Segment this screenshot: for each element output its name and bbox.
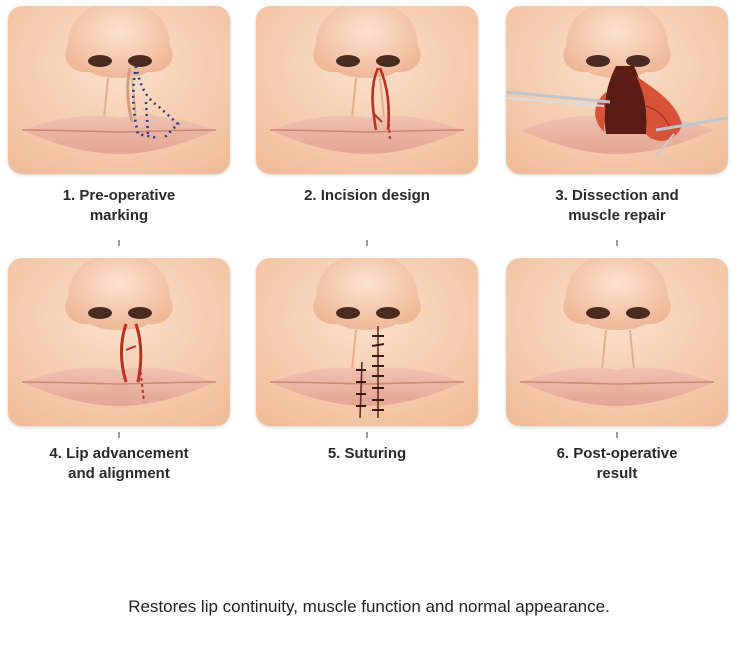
step-1-caption: 1. Pre-operative marking xyxy=(8,186,230,226)
step-6-caption: 6. Post-operative result xyxy=(506,444,728,484)
connector-tick xyxy=(616,240,618,246)
connector-tick xyxy=(366,240,368,246)
step-4-caption: 4. Lip advancement and alignment xyxy=(8,444,230,484)
step-2-illustration xyxy=(256,6,478,174)
step-5-caption: 5. Suturing xyxy=(256,444,478,464)
summary-text: Restores lip continuity, muscle function… xyxy=(0,594,738,620)
step-5-illustration xyxy=(256,258,478,426)
summary-label: Restores lip continuity, muscle function… xyxy=(128,594,610,620)
connector-tick xyxy=(616,432,618,438)
step-1-illustration xyxy=(8,6,230,174)
step-3-caption: 3. Dissection and muscle repair xyxy=(506,186,728,226)
step-3-illustration xyxy=(506,6,728,174)
connector-tick xyxy=(118,432,120,438)
connector-tick xyxy=(118,240,120,246)
connector-tick xyxy=(366,432,368,438)
step-2-caption: 2. Incision design xyxy=(256,186,478,206)
procedure-steps-grid: 1. Pre-operative marking 2. Incision des… xyxy=(0,0,738,520)
step-6-illustration xyxy=(506,258,728,426)
step-4-illustration xyxy=(8,258,230,426)
